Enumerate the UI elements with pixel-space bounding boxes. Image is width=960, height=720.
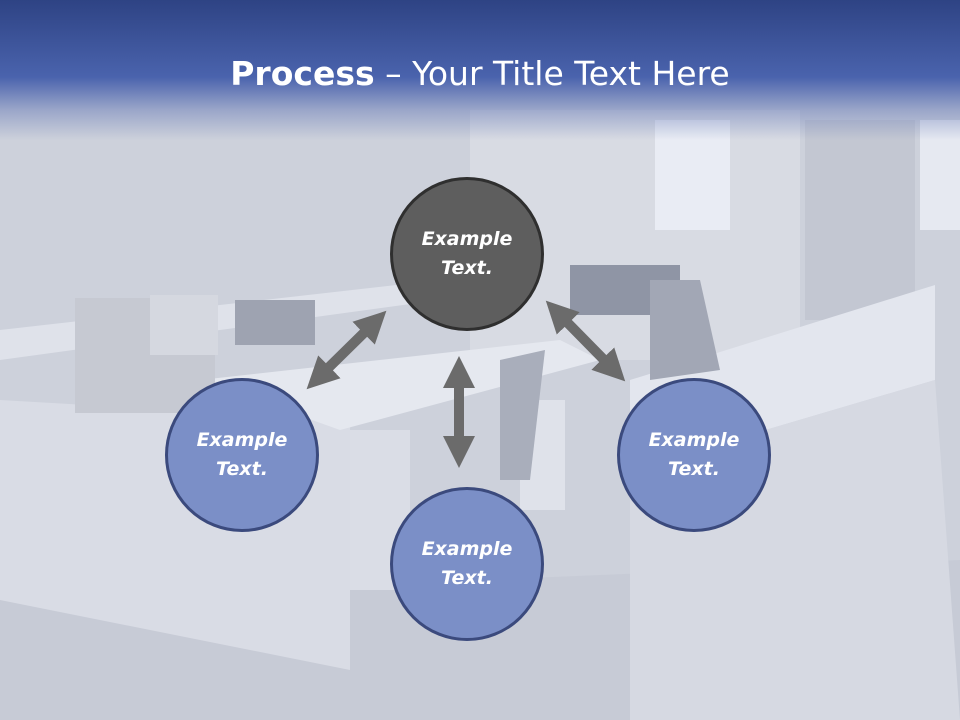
bottom-circle-label: Example Text. — [421, 538, 513, 589]
title-rest-text: – Your Title Text Here — [374, 54, 730, 93]
left-circle[interactable]: Example Text. — [165, 378, 319, 532]
slide-title: Process – Your Title Text Here — [0, 52, 960, 96]
bottom-circle[interactable]: Example Text. — [390, 487, 544, 641]
right-circle-label: Example Text. — [648, 429, 740, 480]
double-arrow-icon — [545, 300, 626, 382]
title-bold-text: Process — [230, 54, 375, 93]
left-circle-label: Example Text. — [196, 429, 288, 480]
double-arrow-icon — [306, 310, 387, 390]
right-circle[interactable]: Example Text. — [617, 378, 771, 532]
center-circle[interactable]: Example Text. — [390, 177, 544, 331]
center-circle-label: Example Text. — [421, 228, 513, 279]
title-band — [0, 0, 960, 140]
